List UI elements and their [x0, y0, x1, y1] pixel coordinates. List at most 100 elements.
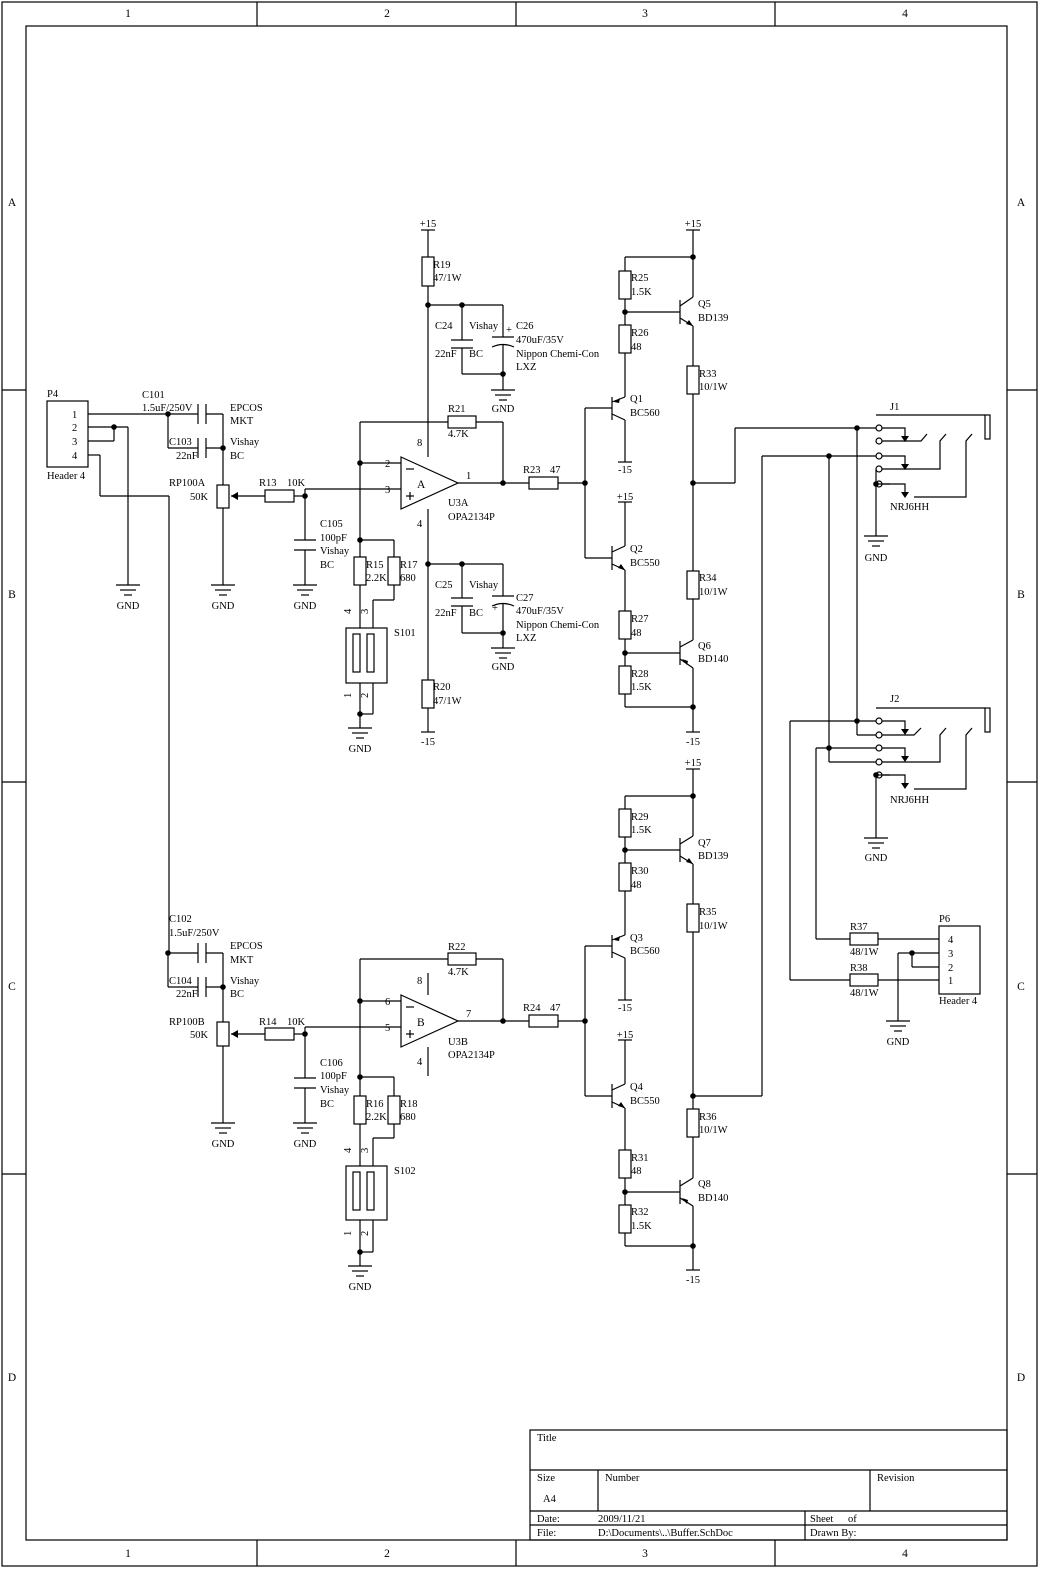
gnd-label: GND — [212, 1139, 235, 1150]
gnd-label: GND — [117, 601, 140, 612]
u3a-pin-inv: 2 — [385, 459, 390, 470]
c104-value: 22nF — [176, 989, 198, 1000]
r32-ref: R32 — [631, 1207, 649, 1218]
p6-ref: P6 — [939, 914, 950, 925]
u3b-pin-vn: 4 — [417, 1057, 423, 1068]
junctions — [111, 254, 915, 1255]
q1-ref: Q1 — [630, 394, 643, 405]
r27-value: 48 — [631, 628, 642, 639]
q5-ref: Q5 — [698, 299, 711, 310]
r23-value: 47 — [550, 465, 561, 476]
gnd-label: GND — [492, 404, 515, 415]
q5-value: BD139 — [698, 313, 728, 324]
row-label: B — [8, 589, 16, 601]
c102-mfr: EPCOS — [230, 941, 263, 952]
c25-ref: C25 — [435, 580, 453, 591]
q2-value: BC550 — [630, 558, 660, 569]
p4-pin: 2 — [72, 423, 77, 434]
row-labels-right: A B C D — [1017, 197, 1026, 1384]
r13-ref: R13 — [259, 478, 277, 489]
c106-value: 100pF — [320, 1071, 347, 1082]
wires-bottom-channel — [167, 455, 876, 1270]
gnd-label: GND — [887, 1037, 910, 1048]
c101-value: 1.5uF/250V — [142, 403, 193, 414]
r15-ref: R15 — [366, 560, 384, 571]
c101-ref: C101 — [142, 390, 165, 401]
q1-value: BC560 — [630, 408, 660, 419]
c27-value: 470uF/35V — [516, 606, 564, 617]
u3a-pin-noninv: 3 — [385, 485, 390, 496]
u3b-pin-out: 7 — [466, 1009, 471, 1020]
c102-series: MKT — [230, 955, 254, 966]
c26-series: LXZ — [516, 362, 536, 373]
wires-output-jacks — [789, 428, 939, 1021]
column-label: 1 — [125, 8, 131, 20]
r28-ref: R28 — [631, 669, 649, 680]
svg-text:3: 3 — [360, 1148, 371, 1153]
r33-value: 10/1W — [699, 382, 728, 393]
c106-ref: C106 — [320, 1058, 343, 1069]
resistor-symbols — [216, 256, 879, 1234]
row-label: C — [1017, 981, 1025, 993]
column-labels-top: 1 2 3 4 — [125, 8, 908, 20]
c25-mfr: Vishay — [469, 580, 499, 591]
r38-ref: R38 — [850, 963, 868, 974]
c101-mfr: EPCOS — [230, 403, 263, 414]
q6-value: BD140 — [698, 654, 728, 665]
r26-ref: R26 — [631, 328, 649, 339]
column-labels-bottom: 1 2 3 4 — [125, 1548, 908, 1560]
j1-value: NRJ6HH — [890, 502, 930, 513]
q7-ref: Q7 — [698, 838, 711, 849]
transistor-symbols — [611, 296, 694, 1207]
c24-series: BC — [469, 349, 483, 360]
r37-value: 48/1W — [850, 947, 879, 958]
connector-p6: P6 4 3 2 1 Header 4 — [938, 914, 981, 1007]
q7-value: BD139 — [698, 851, 728, 862]
row-label: B — [1017, 589, 1025, 601]
title-label: Title — [537, 1433, 557, 1444]
c102-ref: C102 — [169, 914, 192, 925]
drawn-by-label: Drawn By: — [810, 1528, 856, 1539]
c103-value: 22nF — [176, 451, 198, 462]
r35-ref: R35 — [699, 907, 717, 918]
u3a-ref: U3A — [448, 498, 469, 509]
svg-text:4: 4 — [343, 608, 354, 614]
p4-pin: 4 — [72, 451, 78, 462]
c101-series: MKT — [230, 416, 254, 427]
u3b-value: OPA2134P — [448, 1050, 495, 1061]
jack-j1-symbol — [875, 414, 991, 498]
svg-text:+: + — [506, 325, 512, 336]
of-label: of — [848, 1514, 857, 1525]
column-label: 1 — [125, 1548, 131, 1560]
r34-ref: R34 — [699, 573, 717, 584]
r19-ref: R19 — [433, 260, 451, 271]
c26-value: 470uF/35V — [516, 335, 564, 346]
svg-text:A: A — [417, 479, 426, 491]
r21-value: 4.7K — [448, 429, 469, 440]
r36-ref: R36 — [699, 1112, 717, 1123]
vneg-label: -15 — [421, 737, 435, 748]
size-value: A4 — [543, 1494, 557, 1505]
opamp-u3b: B 6 5 7 8 4 — [385, 976, 471, 1068]
c105-series: BC — [320, 560, 334, 571]
c103-ref: C103 — [169, 437, 192, 448]
vpos-label: +15 — [685, 219, 701, 230]
c103-mfr: Vishay — [230, 437, 260, 448]
r22-ref: R22 — [448, 942, 466, 953]
connector-p4: P4 1 2 3 4 Header 4 — [46, 389, 89, 482]
revision-label: Revision — [877, 1473, 915, 1484]
capacitor-symbols: + + — [197, 325, 515, 1089]
q6-ref: Q6 — [698, 641, 711, 652]
column-label: 3 — [642, 1548, 648, 1560]
j2-value: NRJ6HH — [890, 795, 930, 806]
svg-text:2: 2 — [360, 693, 371, 698]
svg-text:3: 3 — [360, 609, 371, 614]
r20-value: 47/1W — [433, 696, 462, 707]
svg-text:+: + — [492, 603, 498, 614]
q3-value: BC560 — [630, 946, 660, 957]
vpos-label: +15 — [617, 492, 633, 503]
p6-pin: 1 — [948, 976, 953, 987]
r24-value: 47 — [550, 1003, 561, 1014]
